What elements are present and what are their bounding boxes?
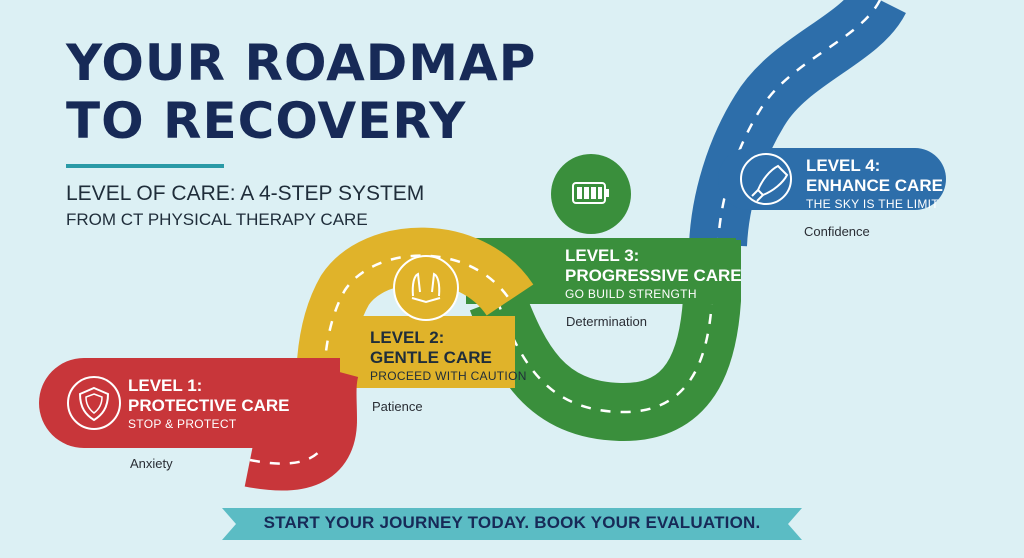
level-4-icon-ring: [740, 153, 792, 205]
shield-inner-icon: [85, 393, 103, 414]
title-line-1: YOUR ROADMAP: [66, 34, 537, 92]
level-2-number: LEVEL 2:: [370, 328, 445, 347]
level-1-label: LEVEL 1: PROTECTIVE CARE STOP & PROTECT: [128, 376, 290, 432]
level-2-banner: [335, 316, 515, 388]
level-2-icon-ring: [393, 255, 459, 321]
battery-cell-1: [577, 187, 582, 199]
road-lane-marking-4: [716, 0, 882, 246]
battery-tip-icon: [605, 189, 609, 197]
rocket-flame-icon: [751, 189, 764, 202]
battery-cell-2: [584, 187, 589, 199]
cta-button[interactable]: START YOUR JOURNEY TODAY. BOOK YOUR EVAL…: [263, 513, 761, 532]
level-1-number: LEVEL 1:: [128, 376, 203, 395]
level-3-emotion: Determination: [566, 314, 647, 329]
level-2-title: GENTLE CARE: [370, 348, 492, 367]
title-line-2: TO RECOVERY: [66, 92, 467, 150]
level-3-title: PROGRESSIVE CARE: [565, 266, 742, 285]
title-divider: [66, 164, 224, 168]
level-4-emotion: Confidence: [804, 224, 870, 239]
page-title: YOUR ROADMAP TO RECOVERY: [66, 34, 536, 150]
shield-icon: [78, 386, 110, 422]
level-1-title: PROTECTIVE CARE: [128, 396, 290, 415]
level-4-tagline: THE SKY IS THE LIMIT: [806, 197, 939, 211]
level-1-icon-ring: [67, 376, 121, 430]
level-2-tagline: PROCEED WITH CAUTION: [370, 369, 527, 383]
level-3-label: LEVEL 3: PROGRESSIVE CARE GO BUILD STREN…: [565, 246, 742, 302]
level-2-label: LEVEL 2: GENTLE CARE PROCEED WITH CAUTIO…: [370, 328, 527, 384]
level-3-tagline: GO BUILD STRENGTH: [565, 287, 697, 301]
subtitle-source: FROM CT PHYSICAL THERAPY CARE: [66, 210, 368, 229]
level-4-banner: [718, 148, 946, 210]
level-4-title: ENHANCE CARE: [806, 176, 943, 195]
subtitle: LEVEL OF CARE: A 4-STEP SYSTEM: [66, 182, 425, 205]
road-lane-marking-3: [495, 240, 714, 414]
battery-cell-4: [598, 187, 602, 199]
level-3-number: LEVEL 3:: [565, 246, 640, 265]
hands-icon: [411, 272, 441, 304]
level-4-label: LEVEL 4: ENHANCE CARE THE SKY IS THE LIM…: [806, 156, 943, 212]
level-1-tagline: STOP & PROTECT: [128, 417, 237, 431]
battery-cell-3: [591, 187, 596, 199]
level-4-number: LEVEL 4:: [806, 156, 881, 175]
level-1-banner: [39, 358, 340, 448]
level-1-emotion: Anxiety: [130, 456, 173, 471]
level-2-emotion: Patience: [372, 399, 423, 414]
